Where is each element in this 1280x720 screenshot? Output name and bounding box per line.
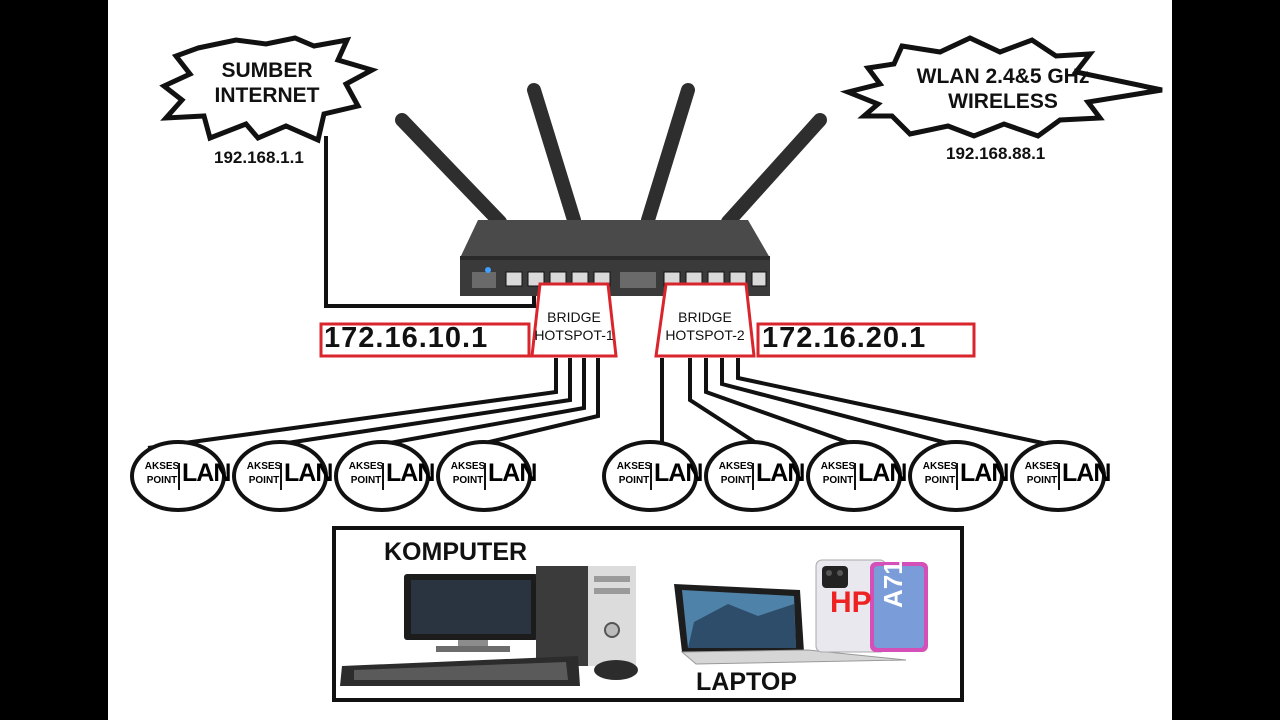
access-point-node: AKSES POINT LAN	[130, 441, 231, 511]
access-point-akses-text: AKSES	[246, 461, 282, 472]
bridge-2-line-2: HOTSPOT-2	[665, 327, 745, 343]
access-point-point-text: POINT	[924, 475, 956, 486]
access-point-point-text: POINT	[452, 475, 484, 486]
hotspot-1-ip: 172.16.10.1	[324, 322, 489, 354]
access-point-separator	[650, 463, 652, 490]
access-point-lan-text: LAN	[858, 459, 907, 487]
access-point-small-label: AKSES POINT	[346, 460, 386, 488]
access-point-node: AKSES POINT LAN	[704, 441, 805, 511]
access-point-akses-text: AKSES	[616, 461, 652, 472]
access-point-node: AKSES POINT LAN	[334, 441, 435, 511]
access-point-lan-text: LAN	[182, 459, 231, 487]
access-point-akses-text: AKSES	[1024, 461, 1060, 472]
computer-illustration	[340, 566, 638, 686]
access-point-lan-text: LAN	[488, 459, 537, 487]
access-point-node: AKSES POINT LAN	[1010, 441, 1111, 511]
ip-box-1	[319, 322, 531, 358]
access-point-ovals	[130, 440, 1106, 512]
bridge-2-line-1: BRIDGE	[678, 309, 732, 325]
diagram-svg	[130, 35, 1163, 702]
wlan-label-line-2: WIRELESS	[948, 90, 1058, 113]
access-point-akses-text: AKSES	[144, 461, 180, 472]
access-point-point-text: POINT	[350, 475, 382, 486]
access-point-small-label: AKSES POINT	[920, 460, 960, 488]
access-point-lan-text: LAN	[756, 459, 805, 487]
access-point-node: AKSES POINT LAN	[908, 441, 1009, 511]
access-point-point-text: POINT	[822, 475, 854, 486]
access-point-small-label: AKSES POINT	[818, 460, 858, 488]
access-point-separator	[280, 463, 282, 490]
access-point-lan-text: LAN	[1062, 459, 1111, 487]
access-point-node: AKSES POINT LAN	[436, 441, 537, 511]
access-point-akses-text: AKSES	[820, 461, 856, 472]
access-point-separator	[752, 463, 754, 490]
laptop-illustration	[674, 584, 907, 665]
komputer-label: KOMPUTER	[384, 538, 528, 566]
hotspot-1-cables	[147, 358, 600, 450]
internet-source-label: SUMBER INTERNET	[192, 58, 342, 108]
access-point-node: AKSES POINT LAN	[232, 441, 333, 511]
access-point-separator	[1058, 463, 1060, 490]
wlan-label: WLAN 2.4&5 GHz WIRELESS	[888, 64, 1118, 114]
access-point-akses-text: AKSES	[450, 461, 486, 472]
bridge-1-line-2: HOTSPOT-1	[534, 327, 614, 343]
router	[460, 220, 770, 296]
access-point-point-text: POINT	[618, 475, 650, 486]
access-point-small-label: AKSES POINT	[142, 460, 182, 488]
access-point-separator	[484, 463, 486, 490]
access-point-akses-text: AKSES	[718, 461, 754, 472]
access-point-point-text: POINT	[720, 475, 752, 486]
access-point-small-label: AKSES POINT	[448, 460, 488, 488]
access-point-lan-text: LAN	[386, 459, 435, 487]
bridge-1-line-1: BRIDGE	[547, 309, 601, 325]
network-diagram: SUMBER INTERNET 192.168.1.1 WLAN 2.4&5 G…	[108, 0, 1172, 720]
hotspot-2-cables	[660, 358, 1067, 450]
phone-model-label: A71	[878, 560, 908, 608]
wlan-label-line-1: WLAN 2.4&5 GHz	[916, 65, 1090, 88]
wlan-ip: 192.168.88.1	[946, 144, 1046, 163]
access-point-point-text: POINT	[1026, 475, 1058, 486]
access-point-akses-text: AKSES	[348, 461, 384, 472]
internet-ip: 192.168.1.1	[214, 148, 304, 167]
wlan-burst	[839, 35, 1163, 139]
access-point-separator	[854, 463, 856, 490]
bridge-hotspot-1-box	[530, 282, 618, 358]
internet-burst	[159, 35, 379, 144]
hp-label: HP	[830, 586, 872, 619]
bridge-hotspot-1-label: BRIDGE HOTSPOT-1	[532, 308, 616, 344]
internet-label-line-2: INTERNET	[214, 84, 320, 107]
access-point-small-label: AKSES POINT	[244, 460, 284, 488]
ip-box-2	[756, 322, 976, 358]
router-antennas	[395, 83, 827, 229]
access-point-separator	[956, 463, 958, 490]
access-point-lan-text: LAN	[284, 459, 333, 487]
access-point-separator	[382, 463, 384, 490]
internet-label-line-1: SUMBER	[221, 59, 313, 82]
access-point-lan-text: LAN	[654, 459, 703, 487]
access-point-small-label: AKSES POINT	[614, 460, 654, 488]
laptop-label: LAPTOP	[696, 668, 797, 696]
phone-illustration	[815, 559, 928, 653]
access-point-akses-text: AKSES	[922, 461, 958, 472]
access-point-small-label: AKSES POINT	[716, 460, 756, 488]
hotspot-2-ip: 172.16.20.1	[762, 322, 927, 354]
bridge-hotspot-2-box	[654, 282, 756, 358]
access-point-point-text: POINT	[146, 475, 178, 486]
access-point-node: AKSES POINT LAN	[602, 441, 703, 511]
access-point-point-text: POINT	[248, 475, 280, 486]
access-point-small-label: AKSES POINT	[1022, 460, 1062, 488]
access-point-node: AKSES POINT LAN	[806, 441, 907, 511]
access-point-lan-text: LAN	[960, 459, 1009, 487]
access-point-separator	[178, 463, 180, 490]
bridge-hotspot-2-label: BRIDGE HOTSPOT-2	[656, 308, 754, 344]
